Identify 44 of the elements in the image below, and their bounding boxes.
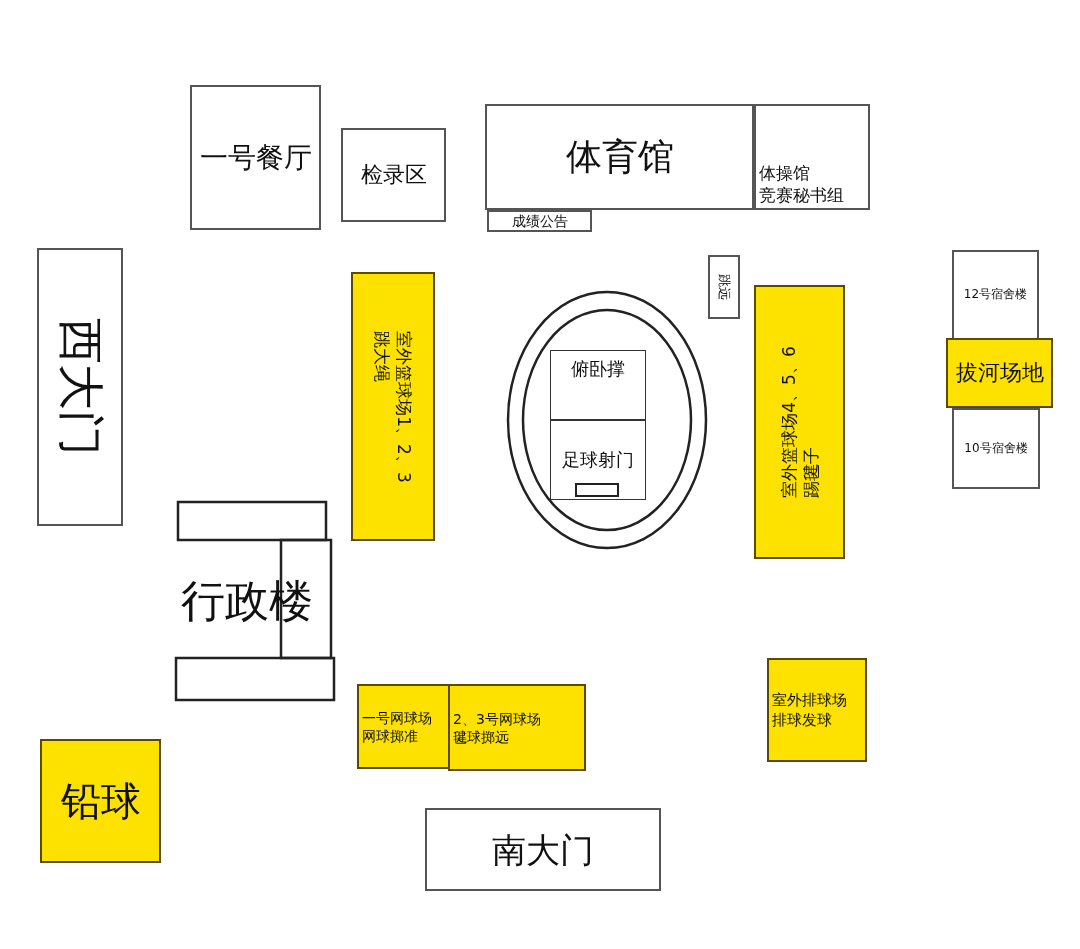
venue-box bbox=[946, 338, 1053, 408]
venue-label: 网球掷准 bbox=[362, 726, 419, 745]
building-label: 体操馆 bbox=[759, 161, 811, 184]
building-box bbox=[708, 255, 740, 319]
building-label: 检录区 bbox=[360, 160, 427, 189]
building-box bbox=[341, 128, 446, 222]
venue-label: 毽球掷远 bbox=[453, 727, 510, 746]
building-label: 足球射门 bbox=[562, 448, 634, 472]
venue-label: 室外排球场 bbox=[772, 690, 847, 710]
venue-label: 跳大绳 bbox=[371, 330, 393, 384]
venue-label: 铅球 bbox=[60, 777, 141, 826]
building-label: 一号餐厅 bbox=[199, 139, 312, 176]
building-box bbox=[425, 808, 661, 891]
venue-label: 室外篮球场4、5、6 bbox=[777, 346, 800, 498]
building-box bbox=[952, 250, 1039, 340]
building-label: 俯卧撑 bbox=[571, 357, 625, 381]
field-cell bbox=[550, 350, 646, 420]
building-box bbox=[754, 104, 870, 210]
building-label: 西大门 bbox=[52, 318, 109, 456]
venue-label: 排球发球 bbox=[772, 710, 833, 730]
building-box bbox=[952, 408, 1040, 489]
venue-label: 拔河场地 bbox=[955, 358, 1044, 387]
building-label: 跳远 bbox=[716, 274, 733, 300]
venue-box bbox=[767, 658, 867, 762]
building-label: 成绩公告 bbox=[511, 211, 568, 231]
field-cell bbox=[550, 420, 646, 500]
building-label: 体育馆 bbox=[565, 134, 674, 179]
building-box bbox=[487, 210, 592, 232]
venue-label: 2、3号网球场 bbox=[453, 709, 541, 728]
venue-box bbox=[754, 285, 845, 559]
venue-label: 室外篮球场1、2、3 bbox=[393, 330, 416, 483]
building-box bbox=[190, 85, 321, 230]
venue-box bbox=[357, 684, 450, 769]
building-label: 竞赛秘书组 bbox=[759, 183, 844, 206]
building-label: 12号宿舍楼 bbox=[963, 287, 1028, 303]
building-label: 10号宿舍楼 bbox=[964, 440, 1028, 457]
venue-box bbox=[351, 272, 435, 541]
venue-label: 一号网球场 bbox=[362, 708, 432, 727]
venue-box bbox=[40, 739, 161, 863]
building-box bbox=[485, 104, 754, 210]
venue-box bbox=[448, 684, 586, 771]
venue-label: 踢毽子 bbox=[799, 445, 822, 498]
building-box bbox=[37, 248, 123, 526]
building-label: 南大门 bbox=[492, 828, 594, 872]
